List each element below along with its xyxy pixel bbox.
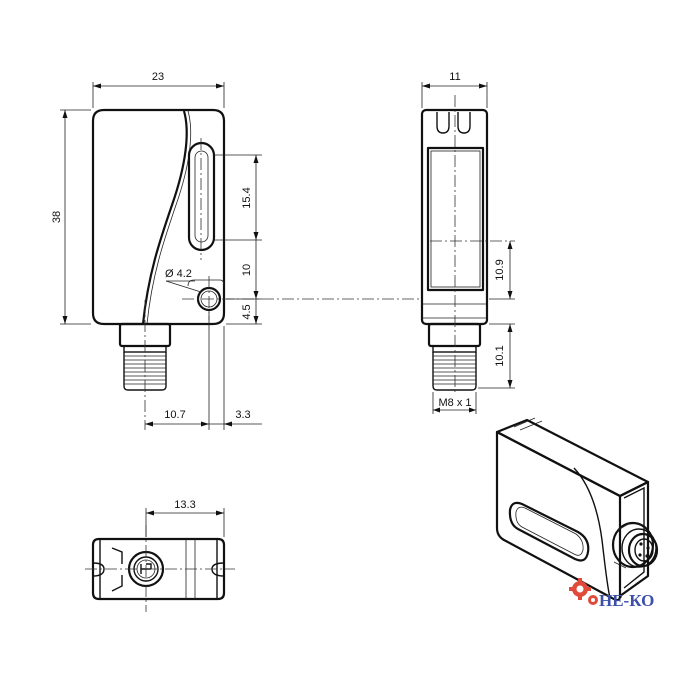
dim-connector-offset: 10.7 <box>164 409 185 421</box>
dim-hole-to-bottom: 4.5 <box>241 304 253 319</box>
company-logo: НЕ-КО <box>569 578 654 610</box>
dim-slot-to-hole: 10 <box>241 264 253 276</box>
dim-height-front: 38 <box>51 211 63 223</box>
dim-thread: M8 x 1 <box>438 397 471 409</box>
dim-lens-offset: 10.9 <box>494 259 506 280</box>
dim-width-side: 11 <box>449 71 460 83</box>
dim-hole-diameter: Ø 4.2 <box>165 268 192 280</box>
isometric-view <box>495 417 659 602</box>
dim-connector-length: 10.1 <box>494 345 506 366</box>
gear-icon <box>569 578 598 605</box>
side-view: 11 10.9 10.1 M8 x 1 <box>420 71 515 414</box>
dim-slot-length: 15.4 <box>241 187 253 208</box>
dim-width-front: 23 <box>152 71 164 83</box>
front-view: 23 38 15.4 10 4.5 Ø 4.2 10.7 3.3 <box>51 71 420 430</box>
bottom-view: 13.3 <box>85 499 235 612</box>
dim-hole-offset: 3.3 <box>235 409 250 421</box>
logo-text: НЕ-КО <box>599 591 654 610</box>
dim-bottom-width: 13.3 <box>174 499 195 511</box>
iso-connector <box>611 521 659 569</box>
